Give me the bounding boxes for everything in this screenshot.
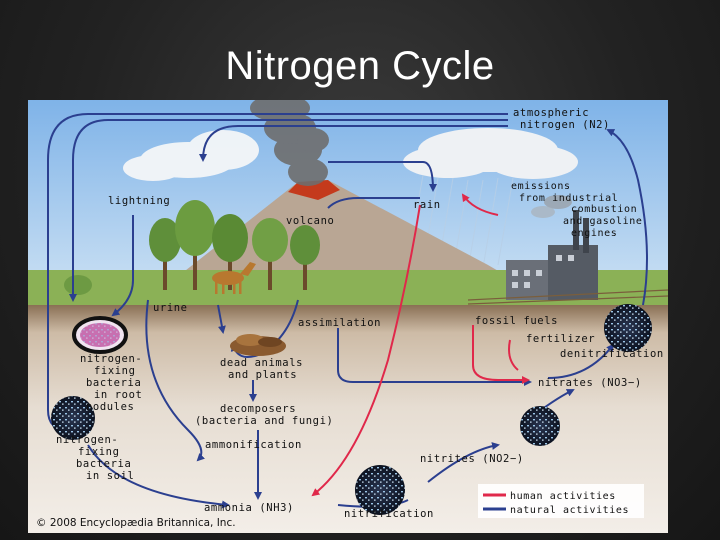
arrow-fossil-fuels — [508, 339, 519, 371]
bacteria-in-soil — [51, 396, 95, 440]
arrow-assimilation-line — [337, 328, 532, 386]
arrow-rain-to-ammonia — [311, 204, 421, 497]
slide-title: Nitrogen Cycle — [225, 44, 495, 88]
legend-label-natural: natural activities — [510, 505, 629, 516]
label-emissions-2: from industrial — [519, 193, 618, 204]
label-emissions-4: and gasoline — [563, 216, 642, 227]
label-nfix-soil-3: bacteria — [76, 458, 131, 470]
arrow-soil-bacteria-to-ammonia — [87, 444, 230, 509]
label-nfix-root-3: bacteria — [86, 377, 141, 389]
label-ammonia: ammonia (NH3) — [204, 502, 294, 514]
bacteria-nitrification — [355, 465, 405, 515]
label-denitrification: denitrification — [560, 348, 664, 360]
label-dead-2: and plants — [228, 369, 297, 381]
label-nitrites: nitrites (NO2−) — [420, 453, 524, 465]
arrow-lightning-down — [111, 215, 134, 317]
label-emissions-3: combustion — [571, 204, 637, 215]
label-urine: urine — [153, 302, 188, 314]
label-nfix-root-2: fixing — [94, 365, 136, 377]
arrow-plants-to-dead — [217, 304, 226, 334]
bacteria-root-nodules — [72, 316, 128, 354]
arrow-atmos-to-root-nodules — [69, 119, 508, 302]
deer — [212, 262, 256, 294]
label-emissions-5: engines — [571, 228, 617, 239]
arrow-urine — [145, 299, 206, 462]
human-arrows — [311, 193, 530, 497]
bacteria-denitrification — [604, 304, 652, 352]
legend: human activities natural activities — [478, 484, 644, 518]
nitrogen-cycle-diagram: atmospheric nitrogen (N2) lightning volc… — [28, 100, 668, 533]
label-nfix-root-1: nitrogen- — [80, 353, 142, 365]
label-nfix-root-5: nodules — [86, 401, 134, 413]
diagram-svg: atmospheric nitrogen (N2) lightning volc… — [28, 100, 668, 533]
arrow-volcano-to-rain — [328, 161, 437, 192]
arrow-emissions-to-rain — [461, 193, 499, 216]
label-ammonification: ammonification — [205, 439, 302, 451]
arrow-nitrites-to-bacteria — [427, 442, 500, 483]
plowed-field — [467, 289, 668, 305]
copyright-text: © 2008 Encyclopædia Britannica, Inc. — [36, 517, 236, 529]
dead-animals-pile — [230, 334, 286, 356]
label-nfix-soil-2: fixing — [78, 446, 120, 458]
label-decomposers-2: (bacteria and fungi) — [195, 415, 333, 427]
label-nfix-root-4: in root — [94, 389, 142, 401]
arrow-fertilizer-to-nitrates — [472, 325, 530, 384]
cloud-right — [403, 128, 578, 179]
label-nfix-soil-1: nitrogen- — [56, 434, 118, 446]
label-rain: rain — [413, 199, 441, 211]
label-decomposers-1: decomposers — [220, 403, 296, 415]
label-lightning: lightning — [108, 195, 170, 207]
label-assimilation: assimilation — [298, 317, 381, 329]
label-fossil-fuels: fossil fuels — [475, 315, 558, 327]
label-atmospheric-nitrogen: nitrogen (N2) — [520, 119, 610, 131]
label-emissions-1: emissions — [511, 181, 571, 192]
label-dead-1: dead animals — [220, 357, 303, 369]
arrow-atmos-to-lightning — [199, 125, 508, 162]
label-volcano: volcano — [286, 215, 334, 227]
trees — [64, 200, 320, 295]
legend-label-human: human activities — [510, 491, 616, 502]
label-atmospheric: atmospheric — [513, 107, 589, 119]
label-fertilizer: fertilizer — [526, 333, 595, 345]
label-nitrates: nitrates (NO3−) — [538, 377, 642, 389]
label-nfix-soil-4: in soil — [86, 470, 134, 482]
label-nitrification: nitrification — [344, 508, 434, 520]
arrow-nitrates-to-denitrification — [547, 343, 615, 379]
factory — [506, 195, 598, 300]
arrow-denitrification-to-atmos — [606, 129, 648, 306]
bacteria-nitrates — [520, 406, 560, 446]
